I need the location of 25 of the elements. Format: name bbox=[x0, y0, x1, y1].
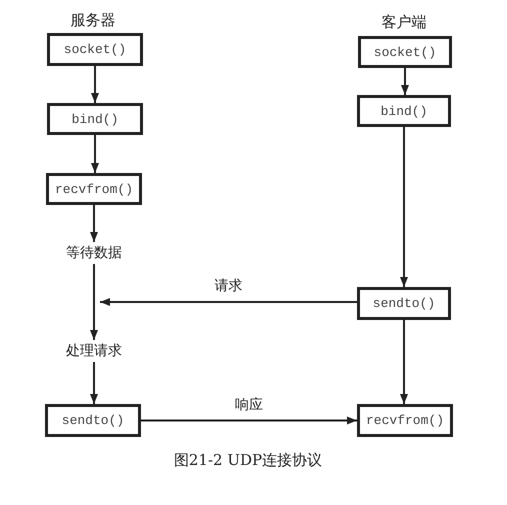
arrow bbox=[90, 362, 98, 404]
step-text: 处理请求 bbox=[66, 342, 122, 360]
column-heading: 客户端 bbox=[382, 13, 426, 32]
arrow bbox=[141, 416, 357, 424]
edge-label: 响应 bbox=[233, 396, 265, 414]
step-text: 等待数据 bbox=[66, 244, 122, 262]
function-box: bind() bbox=[357, 95, 451, 127]
function-box: recvfrom() bbox=[357, 404, 453, 437]
function-box: bind() bbox=[47, 103, 143, 135]
edge-label: 请求 bbox=[212, 277, 244, 295]
arrow bbox=[91, 66, 99, 103]
function-box: sendto() bbox=[45, 404, 141, 437]
function-box: sendto() bbox=[357, 287, 451, 320]
function-box: socket() bbox=[47, 33, 143, 66]
arrow bbox=[400, 127, 408, 287]
function-box: recvfrom() bbox=[46, 173, 142, 205]
figure-caption: 图21-2 UDP连接协议 bbox=[174, 451, 322, 470]
arrow bbox=[400, 320, 408, 404]
column-heading: 服务器 bbox=[70, 11, 116, 30]
function-box: socket() bbox=[358, 36, 452, 68]
arrow bbox=[90, 264, 98, 340]
arrow bbox=[100, 298, 357, 306]
arrow bbox=[91, 135, 99, 173]
arrow bbox=[401, 68, 409, 95]
arrow bbox=[90, 205, 98, 242]
